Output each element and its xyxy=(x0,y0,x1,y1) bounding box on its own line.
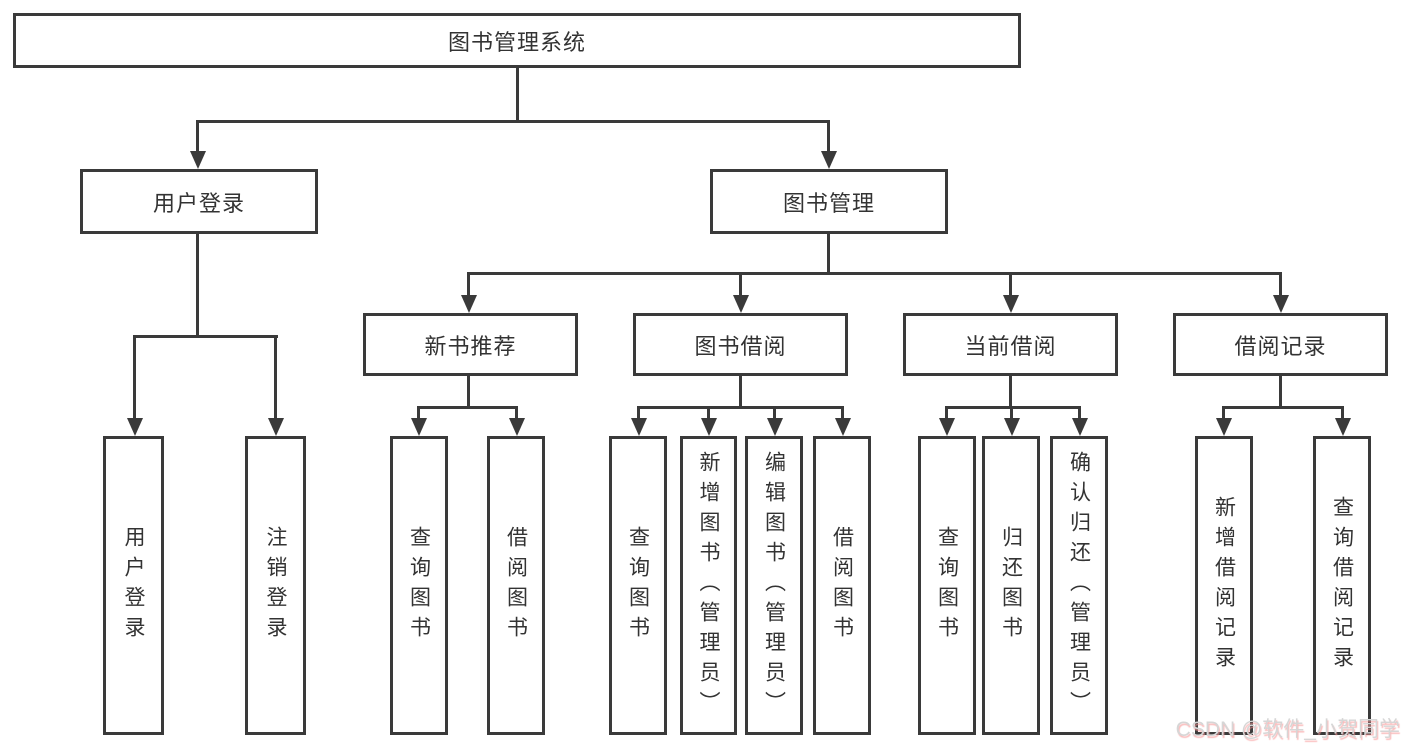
arrowhead-down-icon xyxy=(1003,295,1019,313)
arrowhead-down-icon xyxy=(1004,418,1020,436)
node-label: 借阅记录 xyxy=(1234,333,1327,359)
arrowhead-down-icon xyxy=(1216,418,1232,436)
connector-user-login-stem xyxy=(196,234,199,338)
arrowhead-down-icon xyxy=(767,418,783,436)
arrowhead-down-icon xyxy=(835,418,851,436)
node-label: 用户登录 xyxy=(152,190,245,216)
arrowhead-down-icon xyxy=(268,418,284,436)
arrowhead-down-icon xyxy=(190,151,206,169)
connector-arrow-line xyxy=(133,335,136,420)
leaf-label: 查询借阅记录 xyxy=(1330,495,1354,676)
arrowhead-down-icon xyxy=(127,418,143,436)
arrowhead-down-icon xyxy=(411,418,427,436)
connector-arrow-line xyxy=(417,406,420,420)
connector-records-bar xyxy=(1222,406,1344,409)
arrowhead-down-icon xyxy=(939,418,955,436)
node-new-book-recommend: 新书推荐 xyxy=(363,313,578,376)
node-label: 图书管理 xyxy=(782,190,875,216)
connector-arrow-line xyxy=(1010,406,1013,420)
connector-arrow-line xyxy=(1078,406,1081,420)
leaf-user-login: 用户登录 xyxy=(103,436,164,735)
connector-book-mgmt-bar xyxy=(468,272,1282,275)
leaf-query-borrow-record: 查询借阅记录 xyxy=(1313,436,1371,735)
connector-arrow-line xyxy=(637,406,640,420)
leaf-borrow-books-recommend: 借阅图书 xyxy=(487,436,545,735)
connector-recommend-bar xyxy=(417,406,518,409)
node-label: 图书借阅 xyxy=(694,333,787,359)
connector-arrow-line xyxy=(1279,272,1282,297)
connector-level1-bar xyxy=(196,120,830,123)
connector-arrow-line xyxy=(274,335,277,420)
leaf-query-books-current: 查询图书 xyxy=(918,436,976,735)
arrowhead-down-icon xyxy=(821,151,837,169)
leaf-confirm-return-admin: 确认归还（管理员） xyxy=(1050,436,1108,735)
connector-arrow-line xyxy=(467,272,470,297)
leaf-label: 查询图书 xyxy=(935,525,959,646)
leaf-label: 查询图书 xyxy=(626,525,650,646)
node-system-root: 图书管理系统 xyxy=(13,13,1021,68)
node-user-login: 用户登录 xyxy=(80,169,318,234)
arrowhead-down-icon xyxy=(1273,295,1289,313)
leaf-label: 归还图书 xyxy=(999,525,1023,646)
connector-arrow-line xyxy=(773,406,776,420)
leaf-query-books-borrow: 查询图书 xyxy=(609,436,667,735)
node-label: 图书管理系统 xyxy=(447,29,586,55)
node-label: 当前借阅 xyxy=(964,333,1057,359)
connector-arrow-line xyxy=(1009,272,1012,297)
connector-arrow-line xyxy=(1222,406,1225,420)
connector-arrow-line xyxy=(515,406,518,420)
leaf-add-borrow-record: 新增借阅记录 xyxy=(1195,436,1253,735)
connector-arrow-line xyxy=(945,406,948,420)
node-book-borrow: 图书借阅 xyxy=(633,313,848,376)
connector-user-login-bar xyxy=(133,335,278,338)
connector-records-stem xyxy=(1279,376,1282,409)
arrowhead-down-icon xyxy=(631,418,647,436)
connector-arrow-line xyxy=(739,272,742,297)
connector-recommend-stem xyxy=(467,376,470,409)
leaf-query-books-recommend: 查询图书 xyxy=(390,436,448,735)
csdn-watermark: CSDN @软件_小贺同学 xyxy=(1175,718,1400,741)
connector-arrow-line xyxy=(707,406,710,420)
leaf-borrow-books: 借阅图书 xyxy=(813,436,871,735)
arrowhead-down-icon xyxy=(701,418,717,436)
arrowhead-down-icon xyxy=(1072,418,1088,436)
leaf-add-books-admin: 新增图书（管理员） xyxy=(680,436,737,735)
leaf-return-books: 归还图书 xyxy=(982,436,1040,735)
connector-borrow-bar xyxy=(637,406,844,409)
node-book-management: 图书管理 xyxy=(710,169,948,234)
leaf-label: 查询图书 xyxy=(407,525,431,646)
connector-arrow-line xyxy=(1341,406,1344,420)
arrowhead-down-icon xyxy=(461,295,477,313)
node-label: 新书推荐 xyxy=(424,333,517,359)
leaf-label: 新增借阅记录 xyxy=(1212,495,1236,676)
arrowhead-down-icon xyxy=(509,418,525,436)
connector-borrow-stem xyxy=(739,376,742,409)
arrowhead-down-icon xyxy=(733,295,749,313)
connector-current-stem xyxy=(1009,376,1012,409)
leaf-label: 确认归还（管理员） xyxy=(1067,450,1091,721)
connector-book-mgmt-stem xyxy=(827,234,830,275)
connector-arrow-line xyxy=(196,120,199,154)
leaf-label: 用户登录 xyxy=(122,525,145,646)
connector-root-stem xyxy=(516,68,519,122)
leaf-label: 新增图书（管理员） xyxy=(697,450,720,721)
leaf-edit-books-admin: 编辑图书（管理员） xyxy=(745,436,803,735)
node-current-borrow: 当前借阅 xyxy=(903,313,1118,376)
leaf-label: 编辑图书（管理员） xyxy=(762,450,786,721)
leaf-label: 借阅图书 xyxy=(504,525,528,646)
leaf-logout: 注销登录 xyxy=(245,436,306,735)
connector-arrow-line xyxy=(827,120,830,154)
arrowhead-down-icon xyxy=(1335,418,1351,436)
leaf-label: 借阅图书 xyxy=(830,525,854,646)
leaf-label: 注销登录 xyxy=(264,525,287,646)
connector-current-bar xyxy=(945,406,1081,409)
node-borrow-records: 借阅记录 xyxy=(1173,313,1388,376)
connector-arrow-line xyxy=(841,406,844,420)
